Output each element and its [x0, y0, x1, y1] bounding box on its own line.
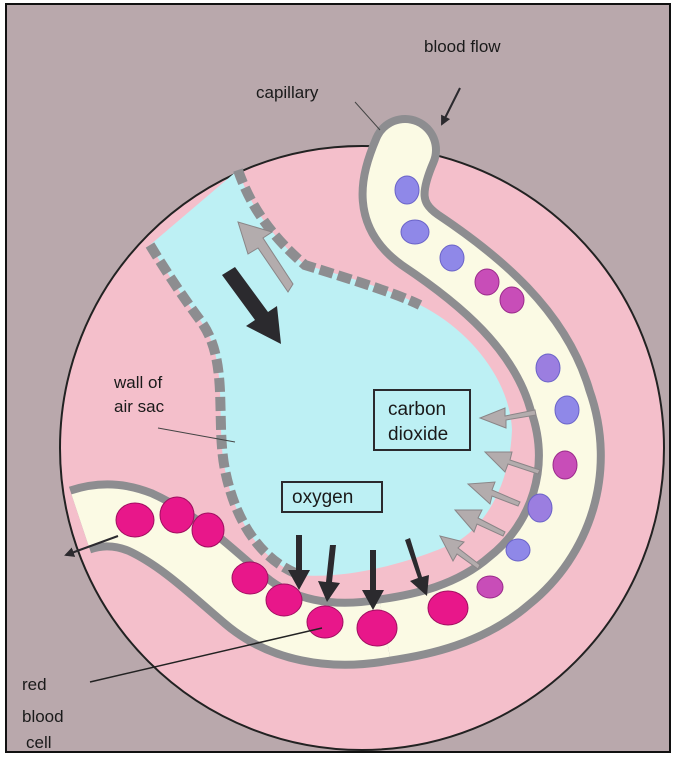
label-capillary: capillary [256, 83, 319, 102]
label-wall-line1: wall of [113, 373, 162, 392]
label-carbon-line2: dioxide [388, 424, 448, 445]
label-wall-line2: air sac [114, 397, 165, 416]
label-carbon-line1: carbon [388, 399, 446, 420]
label-rbc-line3: cell [26, 733, 52, 752]
label-oxygen: oxygen [292, 487, 353, 508]
label-rbc-line1: red [22, 675, 47, 694]
label-rbc-line2: blood [22, 707, 64, 726]
label-blood-flow: blood flow [424, 37, 501, 56]
